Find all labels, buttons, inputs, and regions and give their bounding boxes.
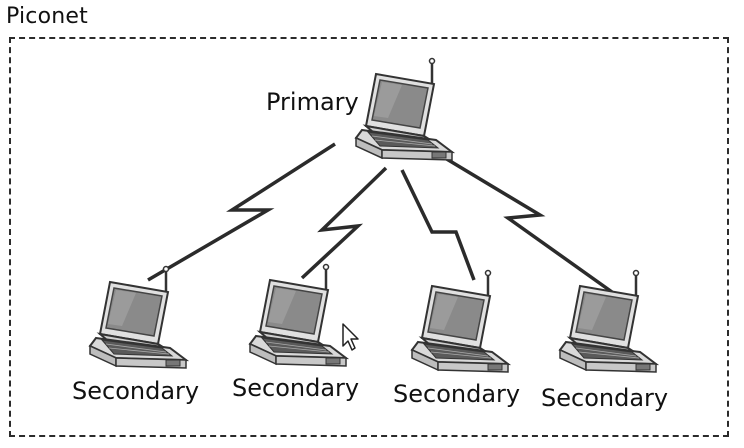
wireless-link-icon <box>300 166 388 280</box>
piconet-boundary <box>9 37 729 437</box>
laptop-icon <box>354 57 454 162</box>
cursor-icon <box>342 323 359 351</box>
secondary-label: Secondary <box>393 380 521 408</box>
diagram-title: Piconet <box>6 4 88 29</box>
laptop-icon <box>88 265 188 370</box>
laptop-icon <box>248 263 348 368</box>
primary-label: Primary <box>266 88 359 116</box>
wireless-link-icon <box>400 169 476 281</box>
wireless-link-icon <box>147 142 336 282</box>
secondary-label: Secondary <box>541 384 669 412</box>
laptop-icon <box>558 269 658 374</box>
wireless-link-icon <box>439 153 614 294</box>
laptop-icon <box>410 269 510 374</box>
secondary-label: Secondary <box>232 374 360 402</box>
secondary-label: Secondary <box>72 377 200 405</box>
